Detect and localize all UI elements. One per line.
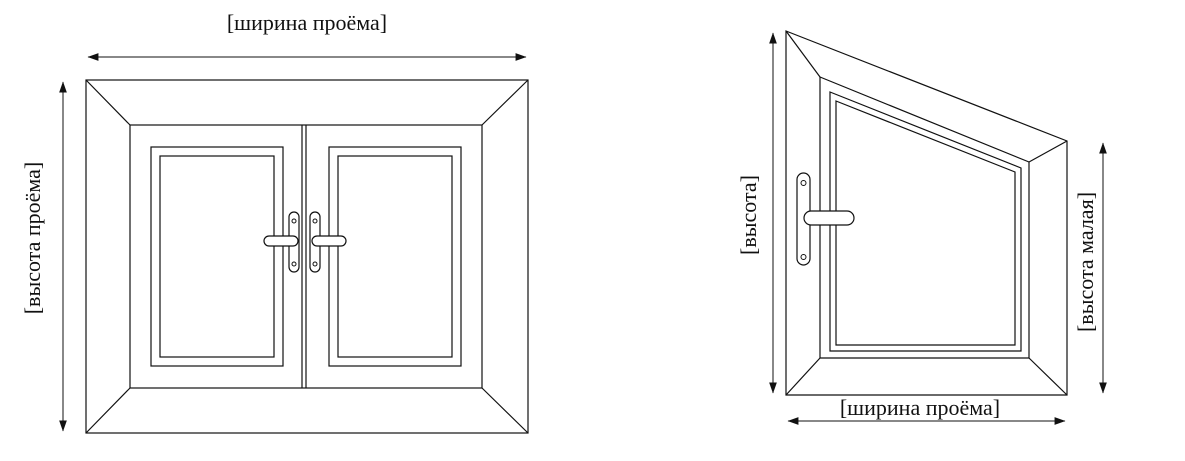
opening-height-label: [высота проёма] [20,162,45,315]
right-sash [328,146,462,367]
left-sash [150,146,284,367]
opening-frame [85,79,529,434]
opening-width-label: [ширина проёма] [227,10,387,35]
opening-width-label: [ширина проёма] [840,395,1000,420]
reveal-bevel-lines [785,30,1068,396]
trapezoid-window: [высота] [высота малая] [ширина проёма] [736,30,1107,425]
double-window: [ширина проёма] [высота проёма] [20,10,529,434]
handle-left [263,211,300,273]
sash-outer [829,91,1022,352]
small-height-label: [высота малая] [1073,192,1098,332]
reveal-bevel-lines [85,79,529,434]
handle-right [309,211,347,273]
glass-pane [835,100,1016,346]
height-label: [высота] [736,175,761,255]
window-handle [796,172,855,266]
center-mullion [301,125,307,388]
